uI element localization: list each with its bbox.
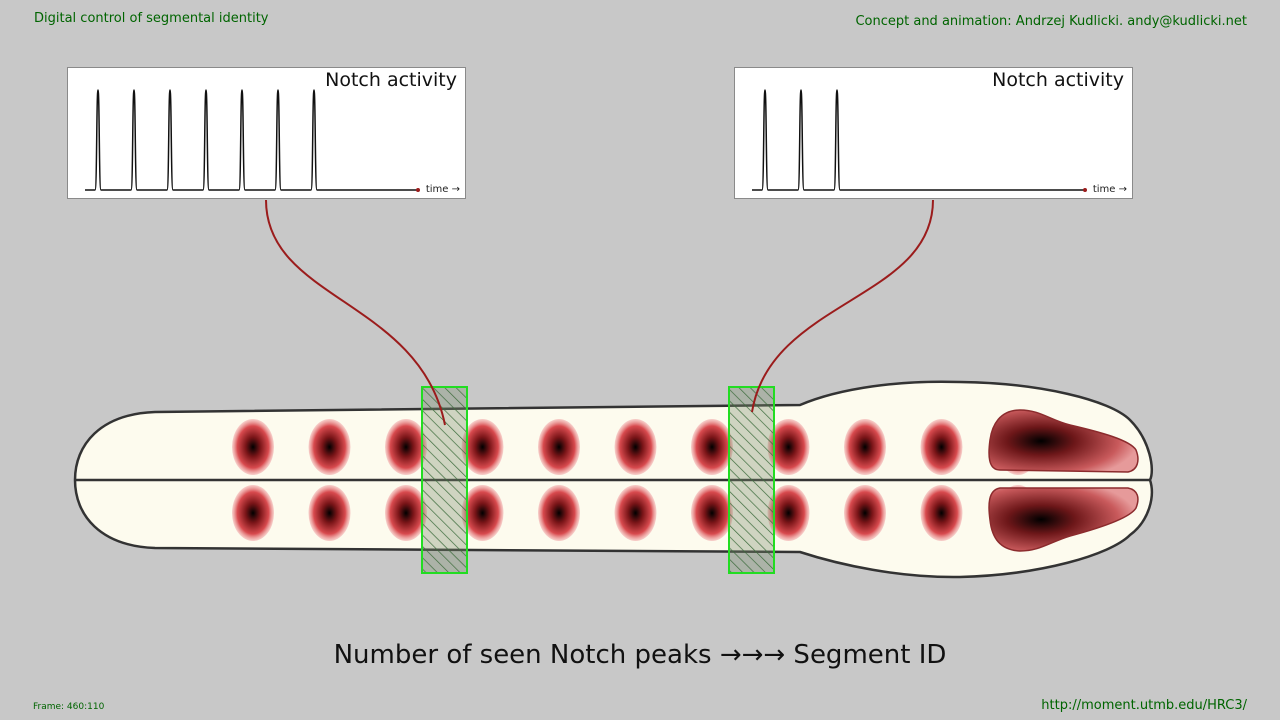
axis-end-dot [416, 188, 420, 192]
connector-curve-right [751, 199, 934, 413]
highlight-box-2 [728, 386, 775, 574]
head-blob-top [988, 409, 1139, 473]
segment-lower [691, 485, 733, 541]
notch-trace [752, 89, 1085, 191]
segment-lower [308, 485, 351, 541]
highlight-box-1 [421, 386, 468, 574]
plot-title: Notch activity [992, 69, 1124, 91]
animation-title: Digital control of segmental identity [34, 11, 269, 26]
time-axis-label: time → [1092, 184, 1127, 195]
segment-lower [920, 485, 963, 541]
head-blob-bottom [988, 487, 1139, 552]
segment-lower [538, 485, 580, 541]
notch-plot-left: Notch activity time → [67, 67, 466, 199]
segment-upper [767, 419, 810, 475]
segment-upper [844, 419, 886, 475]
segment-upper [538, 419, 580, 475]
time-axis-label: time → [425, 184, 460, 195]
plot-trace-area [85, 89, 420, 192]
segment-lower [461, 485, 504, 541]
segment-upper [385, 419, 427, 475]
segment-upper [691, 419, 733, 475]
segment-lower [614, 485, 657, 541]
plot-title: Notch activity [325, 69, 457, 91]
author-credit: Concept and animation: Andrzej Kudlicki.… [855, 14, 1247, 29]
plot-trace-area [752, 89, 1087, 192]
frame-counter: Frame: 460:110 [33, 702, 105, 712]
segment-upper [232, 419, 274, 475]
caption: Number of seen Notch peaks →→→ Segment I… [333, 640, 947, 670]
segment-lower [844, 485, 886, 541]
segment-upper [308, 419, 351, 475]
axis-end-dot [1083, 188, 1087, 192]
notch-trace [85, 89, 418, 191]
source-url: http://moment.utmb.edu/HRC3/ [1041, 698, 1247, 713]
notch-plot-right: Notch activity time → [734, 67, 1133, 199]
segment-upper [614, 419, 657, 475]
connector-curve-left [265, 199, 446, 426]
segment-lower [767, 485, 810, 541]
segment-upper [920, 419, 963, 475]
segment-lower [232, 485, 274, 541]
segment-lower [385, 485, 427, 541]
segment-upper [461, 419, 504, 475]
